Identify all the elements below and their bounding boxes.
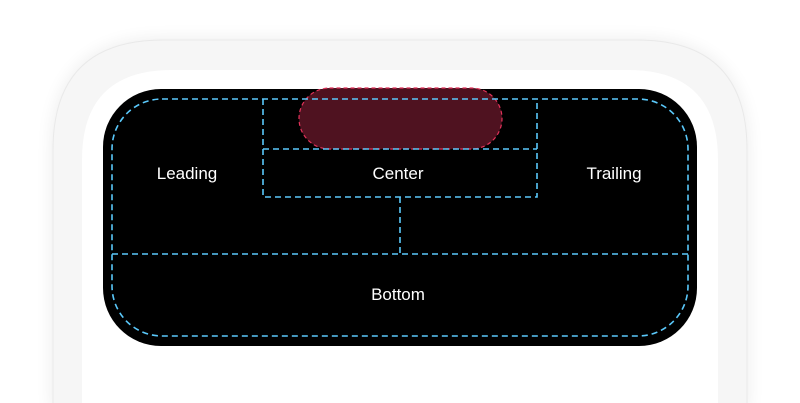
bottom-label: Bottom xyxy=(371,285,425,304)
outer-safe-area-guide xyxy=(111,98,689,337)
region-guides xyxy=(111,98,689,337)
camera-cutout xyxy=(298,87,503,150)
center-label: Center xyxy=(372,164,423,183)
leading-label: Leading xyxy=(157,164,218,183)
trailing-label: Trailing xyxy=(586,164,641,183)
